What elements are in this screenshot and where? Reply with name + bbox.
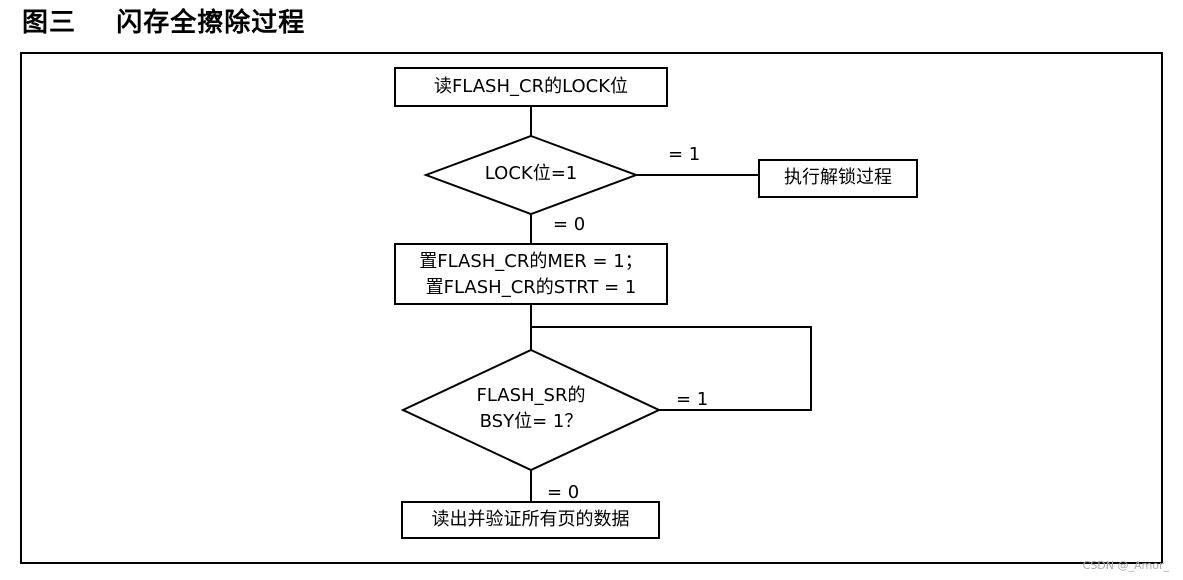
set-mer-label-line1: 置FLASH_CR的MER = 1； (419, 251, 643, 272)
bsy-check-label-line1: FLASH_SR的 (476, 385, 586, 406)
set-mer-label-line2: 置FLASH_CR的STRT = 1 (425, 277, 637, 298)
edge-bsy-loop (531, 326, 812, 411)
bsy-check-label-line2: BSY位= 1？ (479, 411, 583, 432)
read-lock-box (394, 67, 668, 107)
verify-label: 读出并验证所有页的数据 (431, 509, 630, 530)
watermark: CSDN @_Amor_ (1082, 559, 1169, 572)
bsy-no-label: = 0 (547, 482, 580, 503)
lock-yes-label: = 1 (668, 144, 701, 165)
unlock-box (758, 159, 918, 198)
bsy-yes-label: = 1 (676, 389, 709, 410)
diagram-frame (20, 52, 1163, 564)
read-lock-label: 读FLASH_CR的LOCK位 (433, 76, 629, 97)
figure-title: 图三 闪存全擦除过程 (22, 8, 306, 38)
unlock-label: 执行解锁过程 (784, 167, 892, 188)
lock-check-label: LOCK位=1 (484, 163, 578, 184)
lock-no-label: = 0 (553, 214, 586, 235)
